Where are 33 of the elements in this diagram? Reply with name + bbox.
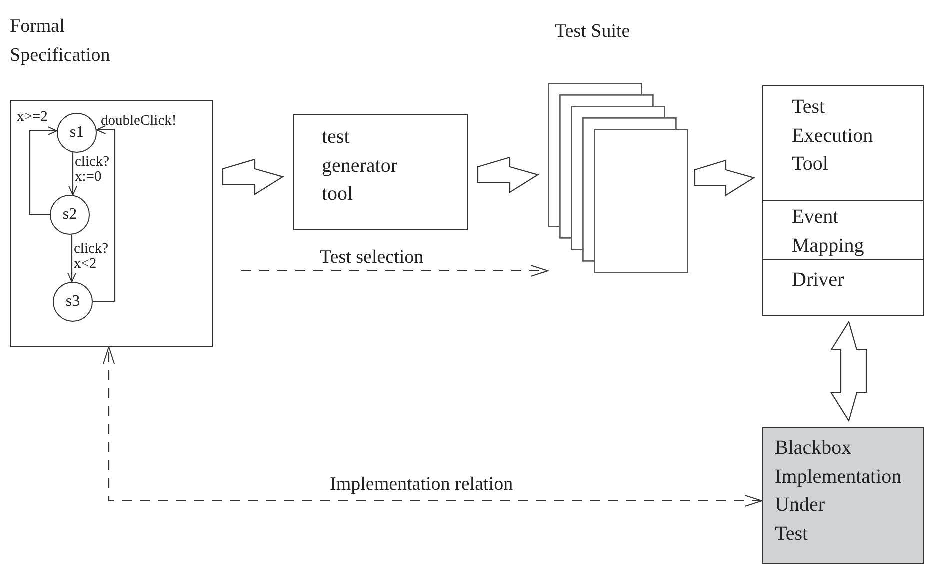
state-circle (50, 195, 90, 235)
block-arrow (694, 160, 756, 196)
state-circle (57, 113, 97, 153)
transition-arrow (68, 152, 78, 196)
box-label: Test Execution Tool (792, 95, 874, 177)
edge-label: doubleClick! (101, 114, 177, 129)
dashed-arrow (241, 265, 548, 277)
state-label: s2 (62, 206, 78, 224)
edge-label: click? x<2 (74, 242, 109, 272)
process-box (293, 114, 468, 230)
box-label: Blackbox Implementation Under Test (775, 436, 902, 546)
transition-arrow (93, 126, 116, 303)
heading: Formal Specification (10, 15, 110, 68)
block-arrow (477, 156, 540, 194)
transition-arrow (29, 126, 58, 216)
box-label: Event Mapping (792, 205, 864, 258)
process-box (762, 200, 924, 260)
box-label: Driver (792, 268, 844, 293)
state-circle (53, 282, 93, 322)
process-box (762, 85, 924, 201)
heading: Test Suite (555, 20, 630, 44)
state-label: s3 (66, 293, 80, 311)
transition-arrow (68, 234, 76, 283)
edge-label: Implementation relation (330, 474, 514, 496)
process-box (762, 259, 924, 316)
block-arrow (222, 158, 284, 196)
state-label: s1 (70, 124, 84, 142)
system-box (762, 427, 924, 564)
double-block-arrow (830, 320, 868, 422)
box-label: test generator tool (322, 125, 398, 207)
dashed-arrow (103, 346, 762, 507)
edge-label: click? x:=0 (75, 155, 110, 185)
edge-label: x>=2 (17, 110, 48, 125)
